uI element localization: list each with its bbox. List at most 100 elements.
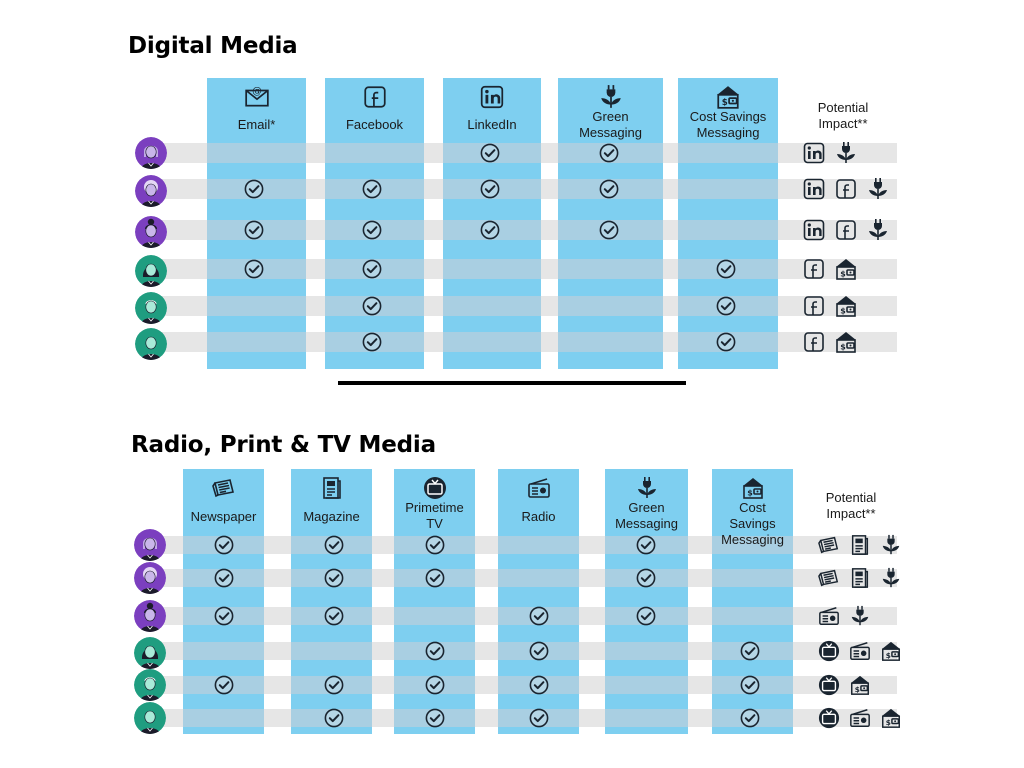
column-row-band: [712, 569, 793, 587]
check-mark-icon: [362, 220, 382, 240]
column-header: Radio: [498, 469, 579, 535]
money-house-icon: $: [834, 257, 858, 281]
media-column-newspaper: Newspaper: [183, 469, 264, 734]
purple-female-avatar: [135, 137, 167, 169]
column-label: Email*: [237, 117, 276, 132]
column-label: Facebook: [345, 117, 404, 132]
svg-text:$: $: [840, 343, 846, 352]
money-house-icon: $: [715, 84, 741, 110]
check-mark-icon: [529, 708, 549, 728]
column-label: Cost Savings Messaging: [689, 109, 767, 140]
magazine-icon: [320, 476, 344, 500]
check-mark-icon: [480, 143, 500, 163]
svg-text:@: @: [252, 86, 262, 97]
column-row-band: [712, 607, 793, 625]
media-column-radio: Radio: [498, 469, 579, 734]
check-mark-icon: [529, 675, 549, 695]
column-header: $Cost Savings Messaging: [678, 78, 778, 142]
linkedin-icon: [479, 84, 505, 110]
green-plant-plug-icon: [834, 141, 858, 165]
green-long-hair-avatar: [134, 637, 166, 669]
column-header: @ Email*: [207, 78, 306, 142]
column-row-band: [207, 143, 306, 163]
check-mark-icon: [636, 606, 656, 626]
column-row-band: [394, 642, 475, 660]
column-label: Cost Savings Messaging: [721, 500, 784, 547]
check-mark-icon: [599, 220, 619, 240]
check-mark-icon: [425, 641, 445, 661]
column-row-band: [605, 676, 688, 694]
column-row-band: [394, 709, 475, 727]
check-mark-icon: [362, 259, 382, 279]
media-column-magazine: Magazine: [291, 469, 372, 734]
column-row-band: [498, 569, 579, 587]
check-mark-icon: [324, 568, 344, 588]
money-house-icon: $: [834, 294, 858, 318]
column-row-band: [291, 642, 372, 660]
check-mark-icon: [740, 708, 760, 728]
svg-text:$: $: [886, 718, 891, 727]
column-label: Magazine: [303, 509, 360, 524]
svg-text:$: $: [840, 307, 846, 316]
check-mark-icon: [599, 179, 619, 199]
check-mark-icon: [425, 568, 445, 588]
column-label: LinkedIn: [467, 117, 517, 132]
svg-text:$: $: [886, 651, 891, 660]
check-mark-icon: [362, 179, 382, 199]
column-header: Green Messaging: [605, 469, 688, 535]
potential-impact-label: Potential Impact**: [817, 100, 869, 131]
column-header: Green Messaging: [558, 78, 663, 142]
column-row-band: [558, 332, 663, 352]
email-icon: @: [244, 84, 270, 110]
green-bald-avatar: [135, 328, 167, 360]
newspaper-icon: [818, 534, 840, 556]
media-column-linkedin: LinkedIn: [443, 78, 541, 369]
column-label: Radio: [521, 509, 556, 524]
green-long-hair-avatar: [135, 255, 167, 287]
money-house-icon: $: [741, 476, 765, 500]
column-row-band: [394, 607, 475, 625]
column-row-band: [291, 536, 372, 554]
check-mark-icon: [740, 641, 760, 661]
check-mark-icon: [214, 606, 234, 626]
green-male-avatar: [135, 292, 167, 324]
green-male-avatar: [134, 669, 166, 701]
column-row-band: [605, 642, 688, 660]
check-mark-icon: [324, 708, 344, 728]
tv-icon: [423, 476, 447, 500]
column-row-band: [498, 709, 579, 727]
column-header: Primetime TV: [394, 469, 475, 535]
check-mark-icon: [324, 606, 344, 626]
column-row-band: [558, 259, 663, 279]
column-header: $Cost Savings Messaging: [712, 469, 793, 547]
green-plant-plug-icon: [866, 177, 890, 201]
check-mark-icon: [716, 332, 736, 352]
column-label: Primetime TV: [405, 500, 464, 531]
check-mark-icon: [425, 708, 445, 728]
check-mark-icon: [214, 535, 234, 555]
column-row-band: [443, 296, 541, 316]
svg-text:$: $: [722, 98, 728, 108]
column-row-band: [443, 259, 541, 279]
check-mark-icon: [324, 675, 344, 695]
money-house-icon: $: [880, 640, 902, 662]
check-mark-icon: [716, 259, 736, 279]
column-label: Newspaper: [190, 509, 257, 524]
check-mark-icon: [740, 675, 760, 695]
green-plant-plug-icon: [880, 567, 902, 589]
radio-icon: [527, 476, 551, 500]
column-row-band: [291, 709, 372, 727]
traditional-media-title: Radio, Print & TV Media: [131, 432, 436, 458]
column-row-band: [183, 607, 264, 625]
column-row-band: [678, 220, 778, 240]
purple-female-avatar: [134, 529, 166, 561]
check-mark-icon: [244, 259, 264, 279]
column-row-band: [183, 676, 264, 694]
column-row-band: [207, 296, 306, 316]
check-mark-icon: [716, 296, 736, 316]
facebook-icon: [802, 257, 826, 281]
media-column-money-house: $Cost Savings Messaging: [712, 469, 793, 734]
linkedin-icon: [802, 141, 826, 165]
column-row-band: [678, 143, 778, 163]
linkedin-icon: [802, 218, 826, 242]
